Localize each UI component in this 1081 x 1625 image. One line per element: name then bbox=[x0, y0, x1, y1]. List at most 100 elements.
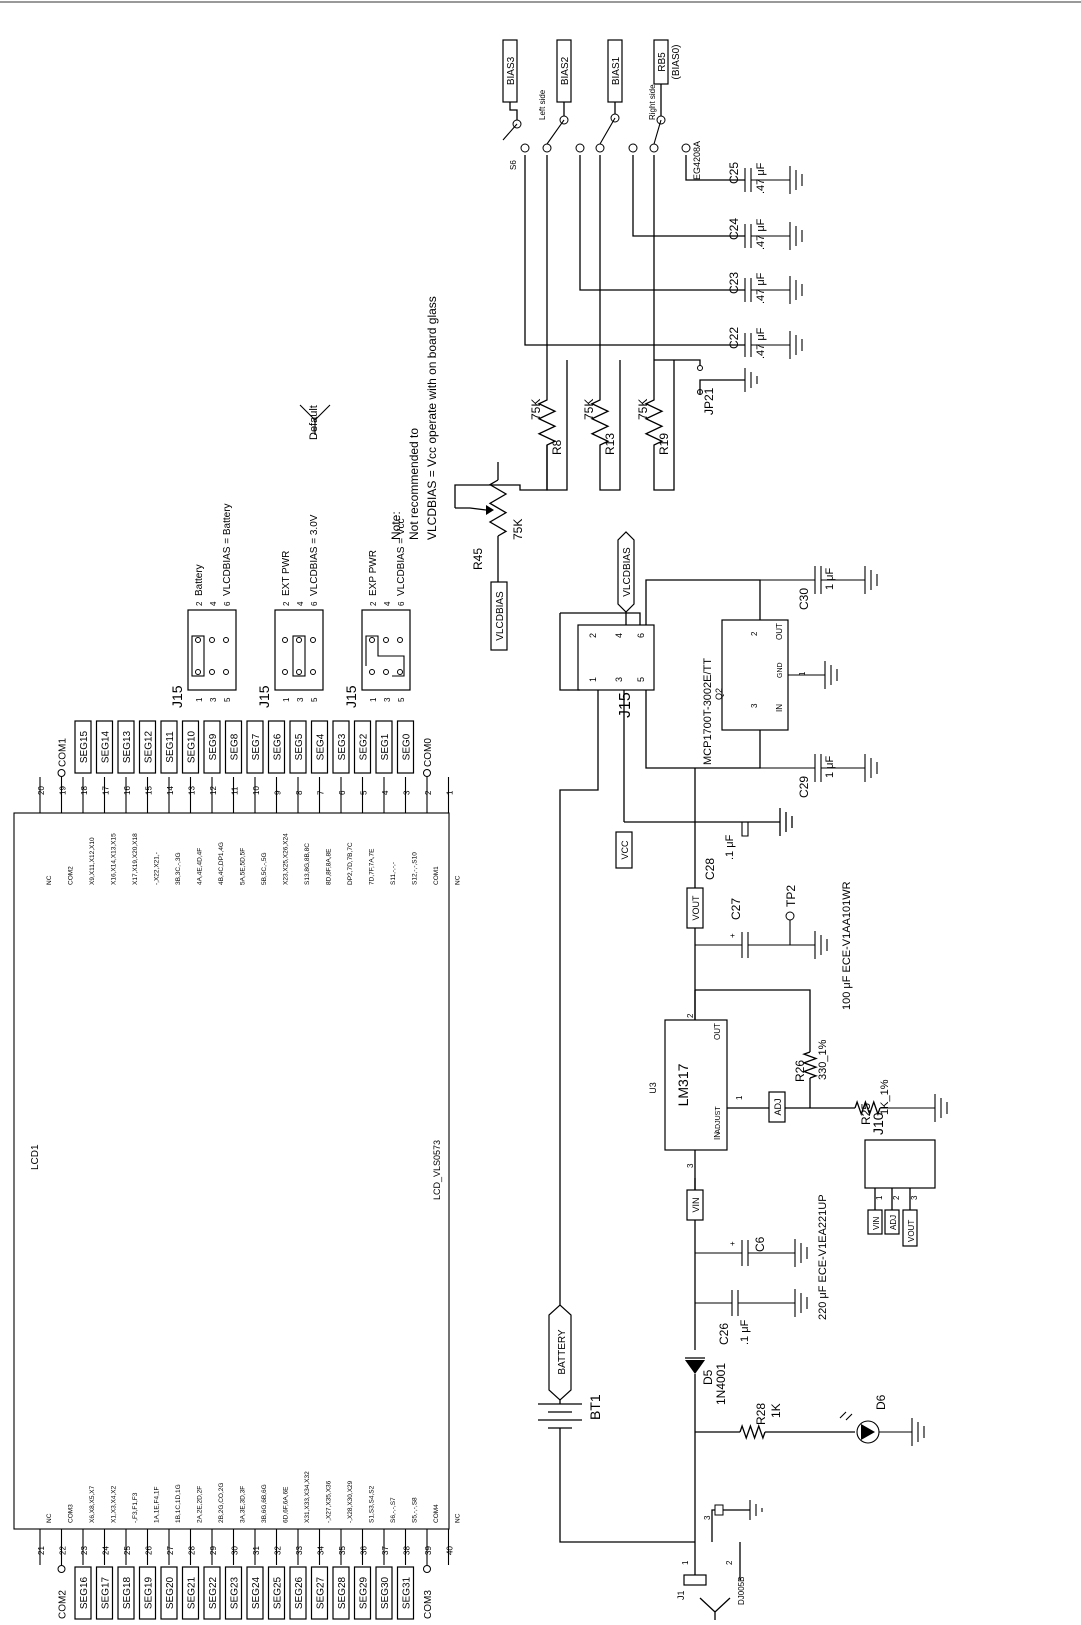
svg-text:BIAS3: BIAS3 bbox=[506, 56, 517, 85]
pin-signal: S5,-,-,S8 bbox=[412, 1497, 419, 1523]
pin-number: 4 bbox=[209, 601, 218, 606]
pin-signal: 8D,8F,8A,8E bbox=[326, 848, 333, 885]
r25-ref: R25 bbox=[859, 1103, 873, 1125]
svg-text:VLCDBIAS: VLCDBIAS bbox=[495, 591, 506, 641]
vcc-port: VCC bbox=[615, 831, 633, 869]
pin-number: 17 bbox=[102, 786, 111, 795]
net-label: SEG0 bbox=[402, 733, 413, 760]
pin-number: 18 bbox=[80, 786, 89, 795]
option-title: Battery bbox=[194, 564, 205, 596]
pin-number: 7 bbox=[317, 790, 326, 795]
res-value: 75K bbox=[529, 399, 543, 420]
net-label: SEG30 bbox=[380, 1576, 391, 1609]
vlcdbias-port: VLCDBIAS bbox=[617, 531, 635, 613]
svg-text:VIN: VIN bbox=[691, 1197, 701, 1212]
mcp-in: IN bbox=[775, 704, 784, 712]
lcd-component: LCD1 LCD_VLS0573 21NC22COM3COM223X6,X8,X… bbox=[13, 720, 462, 1620]
cap-value: .47 μF bbox=[755, 218, 767, 250]
svg-text:3: 3 bbox=[750, 703, 759, 708]
cap-ref: C25 bbox=[727, 162, 741, 184]
bias-cap-C25: C25.47 μF bbox=[727, 162, 803, 194]
pin-number: 16 bbox=[123, 786, 132, 795]
pin-number: 23 bbox=[80, 1546, 89, 1555]
pin-signal: S1,S3,S4,S2 bbox=[369, 1485, 376, 1523]
pin-number: 22 bbox=[59, 1546, 68, 1555]
net-label: SEG24 bbox=[251, 1576, 262, 1609]
svg-text:1: 1 bbox=[681, 1560, 690, 1565]
mcp-part: MCP1700T-3002E/TT bbox=[702, 658, 714, 765]
pin-signal: NC bbox=[46, 875, 53, 885]
pin-number: 39 bbox=[424, 1546, 433, 1555]
net-label: SEG31 bbox=[402, 1576, 413, 1609]
option-desc: VLCDBIAS = Battery bbox=[222, 503, 233, 596]
pin-signal: DP2,7D,7B,7C bbox=[347, 842, 354, 885]
pin-number: 5 bbox=[310, 697, 319, 702]
lcd-part: LCD_VLS0573 bbox=[432, 1140, 442, 1200]
net-label: SEG2 bbox=[359, 733, 370, 760]
d5-ref: D5 bbox=[701, 1369, 715, 1385]
pin-signal: 3B,6G,6B,6G bbox=[261, 1484, 268, 1523]
left-side-label: Left side bbox=[538, 89, 547, 120]
pin-signal: 7D,7F,7A,7E bbox=[369, 848, 376, 885]
c6-ref: C6 bbox=[753, 1236, 767, 1252]
net-label: SEG8 bbox=[230, 733, 241, 760]
note-title: Note: bbox=[389, 511, 403, 540]
option-title: EXT PWR bbox=[281, 551, 292, 596]
svg-text:BATTERY: BATTERY bbox=[557, 1329, 568, 1375]
pin-signal: COM2 bbox=[68, 866, 75, 885]
svg-text:IN: IN bbox=[713, 1132, 722, 1140]
pin-number: 26 bbox=[145, 1546, 154, 1555]
svg-text:2: 2 bbox=[725, 1560, 734, 1565]
pin-number: 3 bbox=[209, 697, 218, 702]
j10-ref: J10 bbox=[870, 1112, 886, 1135]
net-label: SEG13 bbox=[122, 730, 133, 763]
pin-signal: NC bbox=[455, 875, 462, 885]
svg-text:3: 3 bbox=[910, 1195, 919, 1200]
tp2-ref: TP2 bbox=[784, 885, 798, 907]
pin-signal: X9,X11,X12,X10 bbox=[89, 837, 96, 885]
net-label: COM1 bbox=[58, 738, 69, 767]
c29-value: 1 μF bbox=[824, 755, 836, 778]
r26-value: 330_1% bbox=[817, 1039, 829, 1080]
j15-pin-4: 4 bbox=[614, 633, 624, 638]
pin-number: 31 bbox=[252, 1546, 261, 1555]
bt1-ref: BT1 bbox=[587, 1394, 603, 1420]
svg-text:2: 2 bbox=[686, 1013, 695, 1018]
pin-number: 35 bbox=[338, 1546, 347, 1555]
j15-pin-2: 2 bbox=[588, 633, 598, 638]
d5-value: 1N4001 bbox=[714, 1363, 728, 1405]
pin-signal: X16,X14,X13,X15 bbox=[111, 833, 118, 885]
svg-text:VCC: VCC bbox=[620, 840, 630, 860]
svg-text:BIAS1: BIAS1 bbox=[611, 56, 622, 85]
res-ref: R19 bbox=[657, 433, 671, 455]
j15-pin-1: 1 bbox=[588, 677, 598, 682]
j10-connector: J10 1 2 3 VIN ADJ VOUT bbox=[864, 1112, 936, 1247]
port-bias2: BIAS2 bbox=[556, 39, 572, 103]
switch-part: EG4208A bbox=[692, 141, 702, 180]
net-label: SEG16 bbox=[79, 1576, 90, 1609]
pin-number: 19 bbox=[59, 786, 68, 795]
pin-number: 1 bbox=[369, 697, 378, 702]
lm317-ref: U3 bbox=[648, 1082, 658, 1094]
note-line-1: Not recommended to bbox=[407, 428, 421, 540]
res-ref: R8 bbox=[550, 439, 564, 455]
d6-led bbox=[861, 1424, 876, 1440]
bias-cap-C23: C23.47 μF bbox=[727, 272, 803, 304]
pin-signal: S12,-,-,S10 bbox=[412, 852, 419, 885]
net-label: SEG22 bbox=[208, 1576, 219, 1609]
pin-number: 38 bbox=[403, 1546, 412, 1555]
pin-number: 5 bbox=[223, 697, 232, 702]
pin-number: 33 bbox=[295, 1546, 304, 1555]
pin-signal: X6,X8,X5,X7 bbox=[89, 1485, 96, 1523]
pin-number: 9 bbox=[274, 790, 283, 795]
pin-number: 32 bbox=[274, 1546, 283, 1555]
r28-value: 1K bbox=[769, 1403, 783, 1418]
